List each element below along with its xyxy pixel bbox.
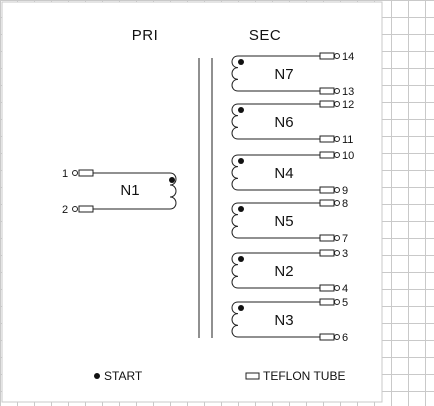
coil (231, 55, 239, 92)
teflon-tube-bottom (319, 333, 335, 341)
terminal-top (334, 53, 340, 59)
teflon-tube-top (319, 249, 335, 257)
winding-n7: 14 13 N7 (231, 51, 354, 98)
secondary-windings: 14 13 N7 12 11 N6 10 9 N4 8 7 N5 3 4 N2 5 6 N3 (231, 51, 354, 344)
n1-coil (169, 172, 177, 210)
terminal-bottom (334, 235, 340, 241)
winding-name-label: N4 (274, 165, 293, 182)
pin-label-top: 3 (342, 248, 348, 260)
coil (231, 202, 239, 239)
pin-label-bottom: 9 (342, 185, 348, 197)
pin-label-top: 10 (342, 150, 354, 162)
start-dot-icon (238, 206, 244, 212)
n1-start-dot-icon (169, 177, 175, 183)
start-dot-icon (238, 59, 244, 65)
pin-label-bottom: 4 (342, 283, 348, 295)
secondary-header: SEC (249, 27, 281, 44)
teflon-tube-top (319, 100, 335, 108)
teflon-tube-top (319, 52, 335, 60)
pin-1-teflon-tube (78, 169, 94, 177)
start-dot-icon (94, 373, 100, 379)
coil (231, 301, 239, 338)
pin-label-top: 8 (342, 198, 348, 210)
coil (231, 154, 239, 191)
terminal-top (334, 200, 340, 206)
pin-label-top: 12 (342, 99, 354, 111)
winding-name-label: N7 (274, 66, 293, 83)
pin-2-label: 2 (62, 204, 68, 216)
pin-label-top: 14 (342, 51, 354, 63)
winding-n5: 8 7 N5 (231, 198, 348, 245)
drawing-area (1, 1, 383, 403)
terminal-bottom (334, 187, 340, 193)
primary-header: PRI (132, 27, 159, 44)
coil (231, 103, 239, 140)
winding-name-label: N5 (274, 213, 293, 230)
teflon-tube-icon (245, 372, 260, 380)
winding-name-label: N3 (274, 312, 293, 329)
coil (231, 252, 239, 289)
winding-name-label: N2 (274, 263, 293, 280)
pin-2-teflon-tube (78, 205, 94, 213)
pin-label-bottom: 7 (342, 233, 348, 245)
teflon-tube-bottom (319, 135, 335, 143)
pin-1-terminal (72, 170, 78, 176)
winding-n1-label: N1 (120, 182, 139, 199)
terminal-top (334, 152, 340, 158)
legend-teflon-label: TEFLON TUBE (263, 369, 345, 383)
pin-label-top: 5 (342, 297, 348, 309)
terminal-bottom (334, 285, 340, 291)
pin-label-bottom: 11 (342, 134, 353, 146)
start-dot-icon (238, 305, 244, 311)
terminal-top (334, 101, 340, 107)
legend: START TEFLON TUBE (94, 369, 345, 383)
pin-2-terminal (72, 206, 78, 212)
winding-n6: 12 11 N6 (231, 99, 354, 146)
teflon-tube-bottom (319, 284, 335, 292)
teflon-tube-top (319, 298, 335, 306)
winding-n1: 1 2 N1 (62, 168, 177, 216)
pin-label-bottom: 13 (342, 86, 354, 98)
winding-n2: 3 4 N2 (231, 248, 348, 295)
terminal-bottom (334, 136, 340, 142)
teflon-tube-top (319, 151, 335, 159)
teflon-tube-bottom (319, 234, 335, 242)
legend-start-label: START (104, 369, 143, 383)
pin-label-bottom: 6 (342, 332, 348, 344)
teflon-tube-top (319, 199, 335, 207)
pin-1-label: 1 (62, 168, 68, 180)
teflon-tube-bottom (319, 186, 335, 194)
start-dot-icon (238, 107, 244, 113)
teflon-tube-bottom (319, 87, 335, 95)
terminal-bottom (334, 334, 340, 340)
winding-n3: 5 6 N3 (231, 297, 348, 344)
winding-n4: 10 9 N4 (231, 150, 354, 197)
terminal-top (334, 250, 340, 256)
start-dot-icon (238, 256, 244, 262)
terminal-top (334, 299, 340, 305)
winding-name-label: N6 (274, 114, 293, 131)
terminal-bottom (334, 88, 340, 94)
start-dot-icon (238, 158, 244, 164)
